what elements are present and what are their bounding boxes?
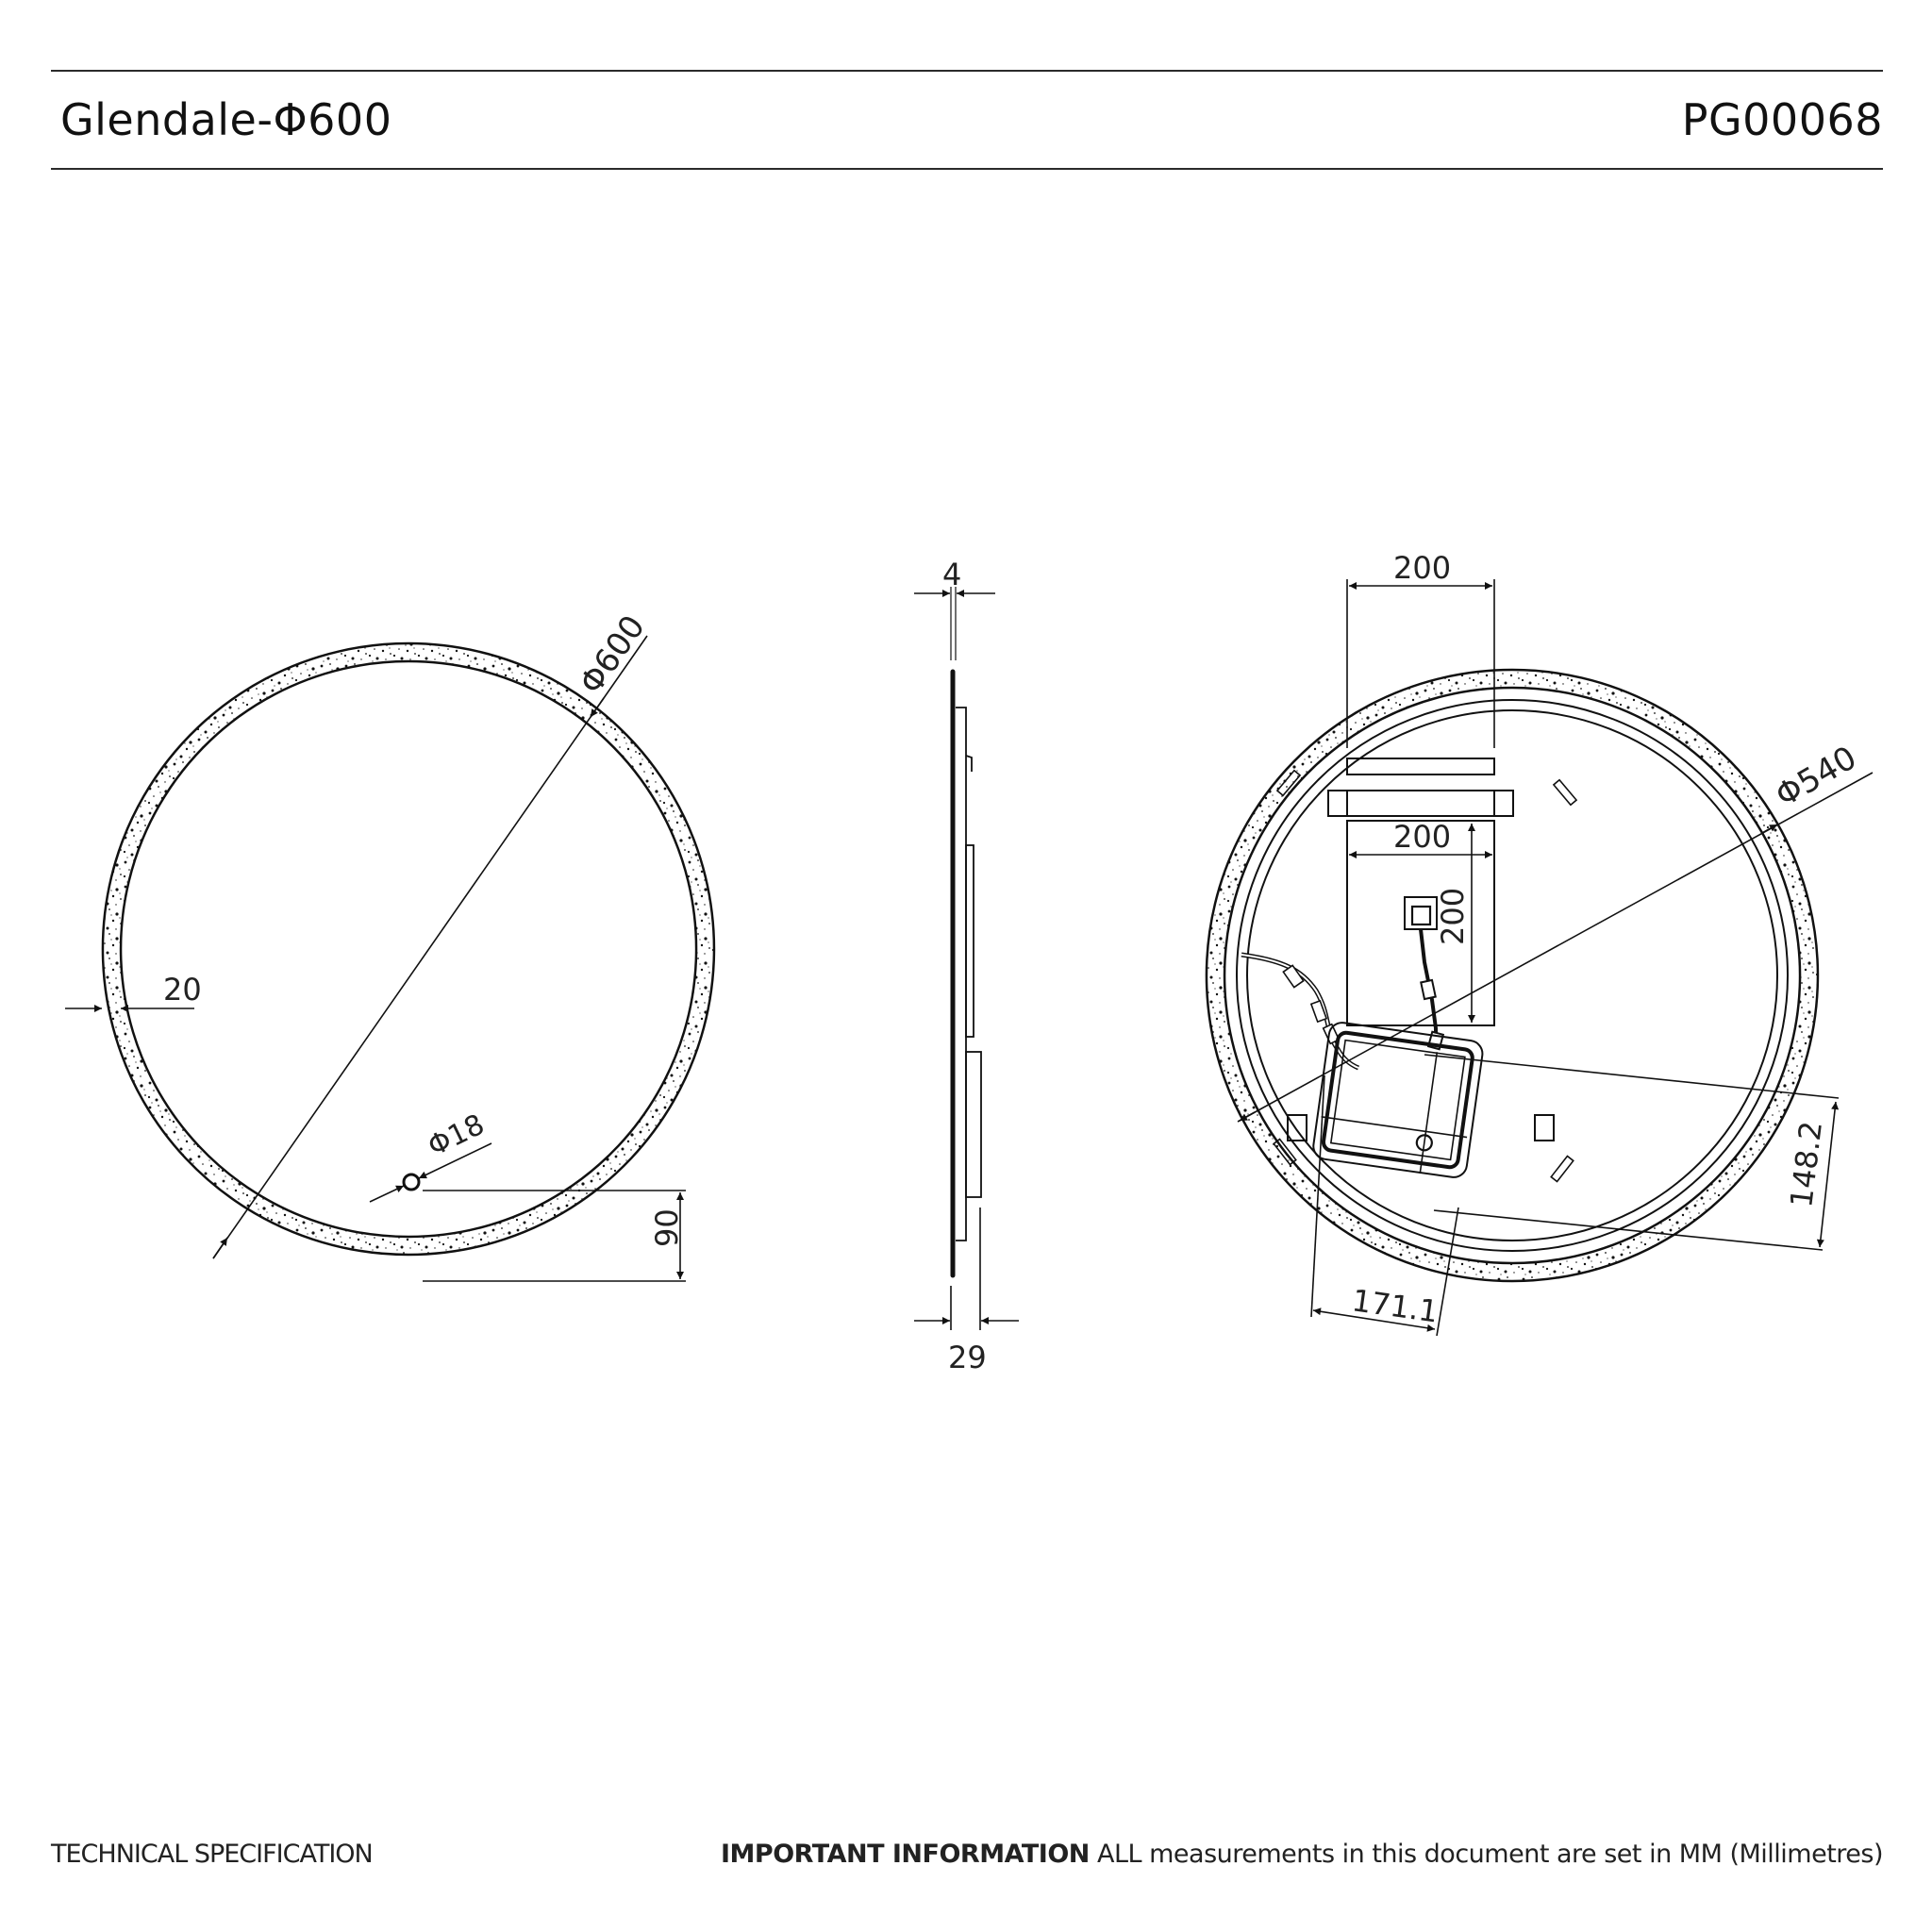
sensor-offset-label: 90: [649, 1208, 685, 1247]
wall-bracket-rail: [1346, 758, 1495, 775]
section-label: TECHNICAL SPECIFICATION: [51, 1840, 374, 1869]
notice-label: IMPORTANT INFORMATION: [721, 1840, 1090, 1869]
front-diameter-line: [212, 635, 648, 1259]
driver-width-label: 171.1: [1350, 1282, 1441, 1329]
driver-width-dim: [1312, 1307, 1436, 1332]
side-bracket: [965, 844, 974, 1038]
slot-right: [1534, 1114, 1555, 1141]
side-view: [914, 587, 1019, 1330]
depth-label: 29: [948, 1340, 987, 1375]
rear-frame-ring: [1205, 668, 1820, 1283]
front-diameter-label: Φ600: [573, 608, 653, 701]
rear-view: [1205, 579, 1874, 1337]
glass-thickness-label: 4: [942, 557, 961, 592]
header-bottom-rule: [51, 168, 1883, 170]
sensor-diameter-label: Φ18: [423, 1108, 490, 1164]
rear-led-ring-outer: [1236, 699, 1789, 1252]
side-hook: [965, 755, 973, 772]
rear-led-ring-inner: [1246, 709, 1778, 1241]
product-code: PG00068: [1681, 94, 1883, 145]
plate-height-label: 200: [1435, 888, 1471, 945]
frame-width-label: 20: [163, 972, 202, 1008]
side-backplate: [956, 707, 967, 1241]
sensor-hole-icon: [402, 1173, 421, 1191]
side-driver-box: [965, 1051, 982, 1198]
driver-box: [1312, 1022, 1484, 1178]
bracket-width-label: 200: [1393, 550, 1451, 586]
front-frame-ring: [101, 641, 716, 1257]
wall-bracket-base: [1327, 790, 1514, 817]
header-top-rule: [51, 70, 1883, 72]
plate-width-label: 200: [1393, 819, 1451, 855]
slot-left: [1287, 1114, 1307, 1141]
mounting-plate: [1346, 820, 1495, 1026]
sensor-leader: [369, 1185, 405, 1203]
front-view: [65, 635, 716, 1282]
driver-height-dim: [1816, 1101, 1840, 1248]
product-name: Glendale-Φ600: [60, 94, 392, 145]
important-notice: IMPORTANT INFORMATION ALL measurements i…: [721, 1840, 1883, 1869]
notice-text: ALL measurements in this document are se…: [1089, 1840, 1884, 1869]
driver-height-label: 148.2: [1783, 1119, 1829, 1209]
